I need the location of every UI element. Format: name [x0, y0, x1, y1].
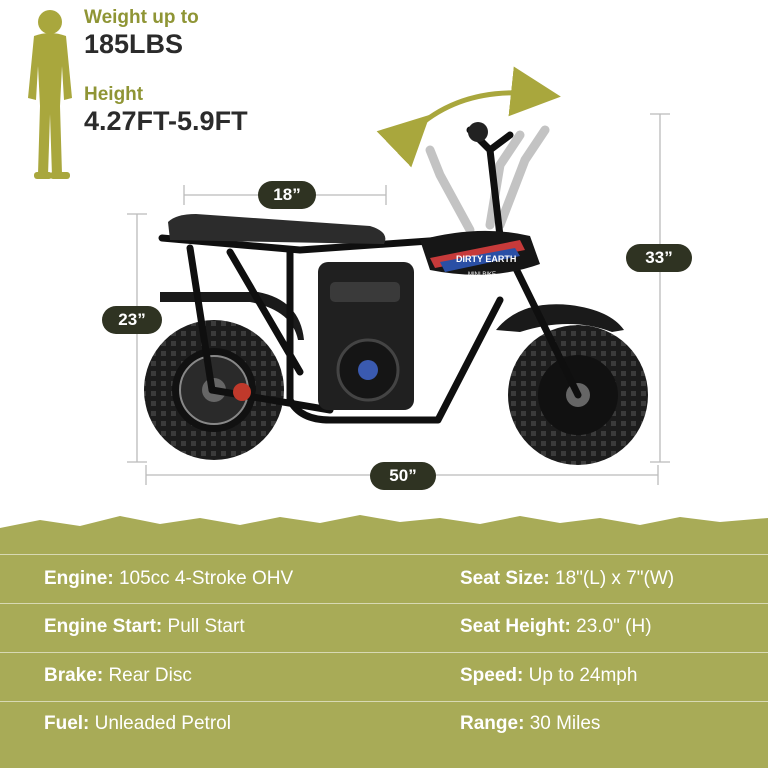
spec-engine-start: Engine Start: Pull Start	[44, 616, 245, 637]
engine	[318, 262, 414, 410]
spec-range: Range: 30 Miles	[460, 713, 601, 734]
spec-brake: Brake: Rear Disc	[44, 665, 192, 686]
height-label: Height	[84, 84, 144, 105]
spec-engine: Engine: 105cc 4-Stroke OHV	[44, 568, 294, 589]
disc-brake-caliper	[233, 383, 251, 401]
height-value: 4.27FT-5.9FT	[84, 106, 248, 136]
weight-label: Weight up to	[84, 7, 199, 28]
spec-seat-height: Seat Height: 23.0" (H)	[460, 616, 652, 637]
seat-length-badge: 18”	[258, 181, 316, 209]
weight-value: 185LBS	[84, 29, 184, 59]
specifications-panel: Engine: 105cc 4-Stroke OHV Seat Size: 18…	[0, 528, 768, 768]
seat-height-badge: 23”	[102, 306, 162, 334]
overall-height-badge: 33”	[626, 244, 692, 272]
spec-divider	[0, 603, 768, 604]
spec-fuel: Fuel: Unleaded Petrol	[44, 713, 231, 734]
spec-divider	[0, 652, 768, 653]
overall-length-badge: 50”	[370, 462, 436, 490]
spec-seat-size: Seat Size: 18"(L) x 7"(W)	[460, 568, 675, 589]
brand-decal-text: DIRTY EARTH	[456, 254, 516, 264]
rider-silhouette-icon	[28, 10, 72, 179]
handlebar-rotation-arrow	[376, 66, 561, 168]
spec-divider	[0, 701, 768, 702]
seat	[168, 214, 386, 244]
mini-bike-illustration: DIRTY EARTH MINI BIKE	[127, 66, 670, 485]
brand-decal-subtext: MINI BIKE	[468, 272, 496, 278]
spec-speed: Speed: Up to 24mph	[460, 665, 638, 686]
spec-divider	[0, 554, 768, 555]
